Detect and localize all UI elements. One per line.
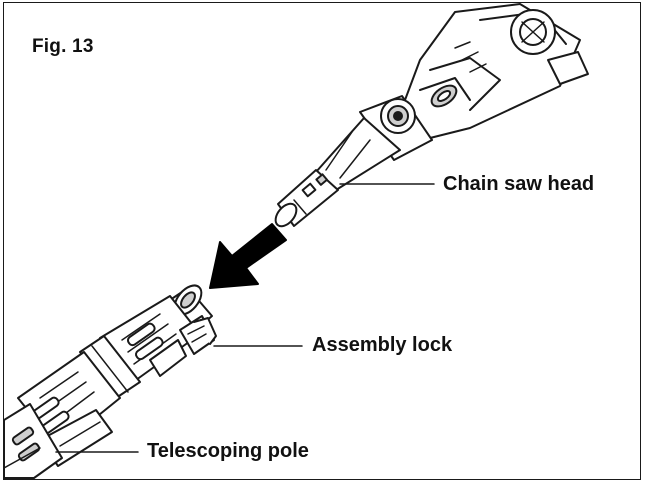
callout-assembly-lock: Assembly lock: [312, 334, 453, 356]
chain-saw-head: [274, 3, 589, 228]
callout-telescoping-pole: Telescoping pole: [147, 440, 309, 462]
figure-label: Fig. 13: [32, 36, 94, 57]
callout-chain-saw-head: Chain saw head: [443, 173, 595, 195]
assembly-lock: [149, 315, 217, 377]
direction-arrow: [209, 223, 287, 289]
